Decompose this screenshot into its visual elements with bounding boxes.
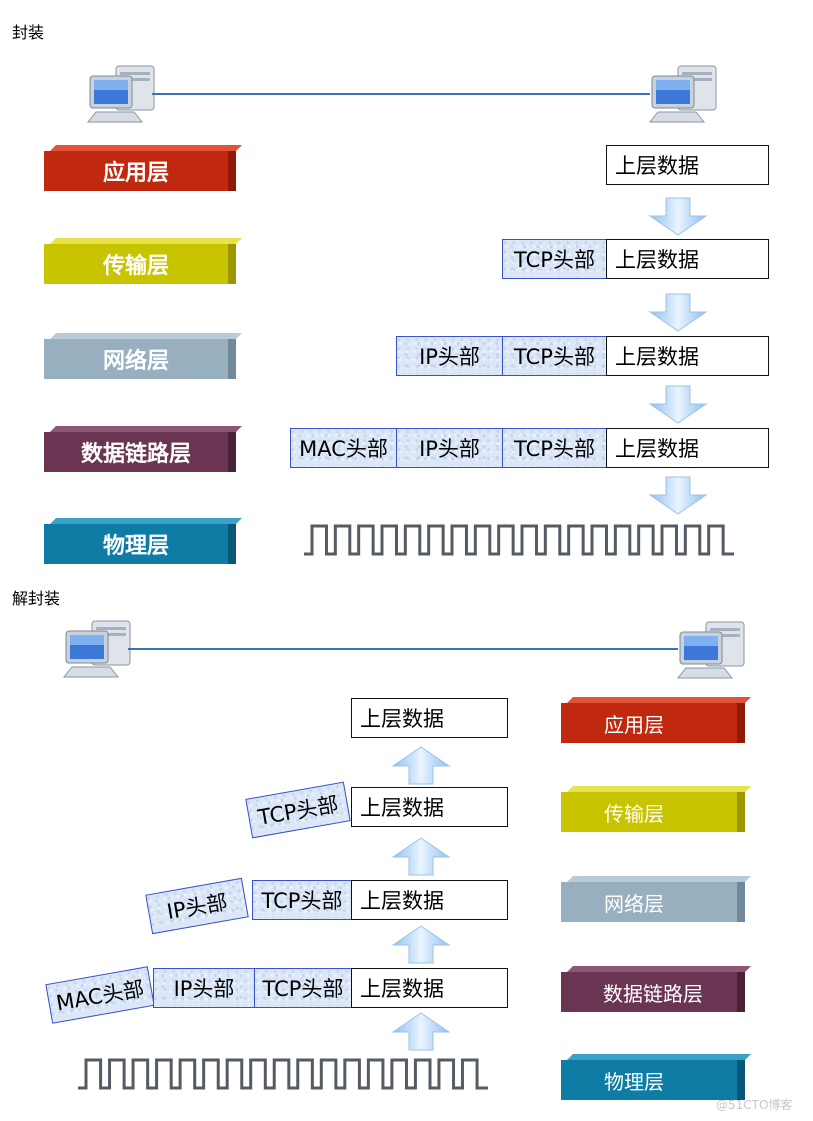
encap-row4-data: 上层数据 (606, 428, 769, 468)
decap-row3-stripped-ip-header: IP头部 (145, 877, 249, 935)
decap-row4-tcp-header: TCP头部 (254, 968, 352, 1008)
watermark: @51CTO博客 (716, 1098, 793, 1112)
up-arrow-icon (391, 925, 451, 964)
encap-layer-physical: 物理层 (44, 518, 242, 564)
decap-layer-datalink: 数据链路层 (561, 966, 751, 1012)
encap-layer-datalink-label: 数据链路层 (80, 442, 191, 467)
encap-title: 封装 (12, 23, 45, 42)
decap-row4-data: 上层数据 (351, 968, 508, 1008)
computer-icon-left (86, 65, 155, 123)
down-arrow-icon (648, 197, 708, 236)
down-arrow-icon (648, 385, 708, 424)
down-arrow-icon (648, 476, 708, 515)
encap-row4-mac-header: MAC头部 (290, 428, 397, 468)
decap-row4-stripped-mac-header: MAC头部 (45, 966, 155, 1024)
encap-row2-data: 上层数据 (606, 239, 769, 279)
decap-row2-data: 上层数据 (351, 787, 508, 827)
decap-layer-transport-label: 传输层 (604, 801, 664, 826)
decap-layer-physical: 物理层 (561, 1054, 751, 1100)
computer-icon-left (62, 620, 131, 678)
encap-row3-tcp-header: TCP头部 (502, 336, 607, 376)
network-link-line (128, 648, 678, 650)
decap-layer-transport: 传输层 (561, 786, 751, 832)
encap-layer-network: 网络层 (44, 333, 242, 379)
decap-row4-ip-header: IP头部 (153, 968, 255, 1008)
up-arrow-icon (391, 746, 451, 785)
decap-row3-data: 上层数据 (351, 880, 508, 920)
down-arrow-icon (648, 293, 708, 332)
up-arrow-icon (391, 837, 451, 876)
encap-row4-ip-header: IP头部 (396, 428, 503, 468)
decap-layer-application-label: 应用层 (604, 712, 664, 737)
encap-layer-transport-label: 传输层 (102, 254, 169, 279)
square-wave-signal (78, 1058, 488, 1090)
network-link-line (152, 93, 650, 95)
square-wave-signal (304, 524, 734, 556)
encap-row1-data: 上层数据 (606, 145, 769, 185)
encap-layer-physical-label: 物理层 (102, 534, 169, 559)
up-arrow-icon (391, 1012, 451, 1051)
decap-title: 解封装 (12, 589, 61, 608)
decap-layer-datalink-label: 数据链路层 (603, 981, 703, 1006)
decap-layer-physical-label: 物理层 (604, 1069, 664, 1094)
encap-layer-datalink: 数据链路层 (44, 426, 242, 472)
encap-layer-network-label: 网络层 (102, 349, 169, 374)
encap-row4-tcp-header: TCP头部 (502, 428, 607, 468)
computer-icon-right (676, 621, 745, 679)
decap-row3-tcp-header: TCP头部 (252, 880, 352, 920)
decap-layer-network: 网络层 (561, 876, 751, 922)
decap-row1-data: 上层数据 (351, 698, 508, 738)
decap-layer-application: 应用层 (561, 697, 751, 743)
encap-layer-application: 应用层 (44, 145, 242, 191)
decap-row2-stripped-tcp-header: TCP头部 (245, 781, 351, 839)
encap-row2-tcp-header: TCP头部 (502, 239, 607, 279)
decap-layer-network-label: 网络层 (604, 891, 664, 916)
computer-icon-right (648, 65, 717, 123)
encap-layer-transport: 传输层 (44, 238, 242, 284)
encap-row3-data: 上层数据 (606, 336, 769, 376)
encap-layer-application-label: 应用层 (102, 161, 169, 186)
encap-row3-ip-header: IP头部 (396, 336, 503, 376)
